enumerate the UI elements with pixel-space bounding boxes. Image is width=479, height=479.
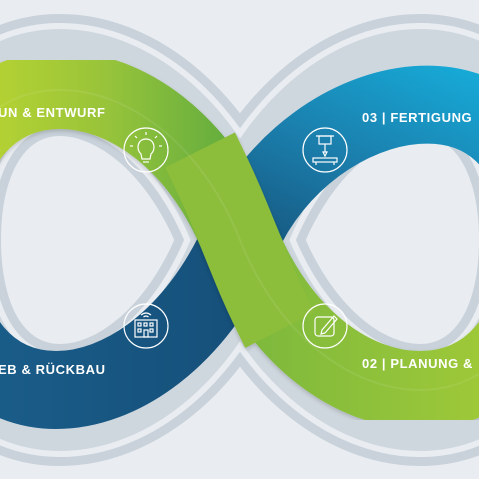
band-green bbox=[0, 51, 479, 429]
label-top-left: UN & ENTWURF bbox=[0, 105, 106, 120]
label-bottom-right: 02 | PLANUNG & bbox=[362, 356, 473, 371]
machine-drill-icon bbox=[302, 127, 348, 173]
building-wifi-icon bbox=[123, 303, 169, 349]
label-bottom-left: EB & RÜCKBAU bbox=[0, 362, 106, 377]
pencil-edit-icon bbox=[302, 303, 348, 349]
lightbulb-icon bbox=[123, 127, 169, 173]
label-top-right: 03 | FERTIGUNG bbox=[362, 110, 472, 125]
band-blue bbox=[0, 65, 479, 429]
